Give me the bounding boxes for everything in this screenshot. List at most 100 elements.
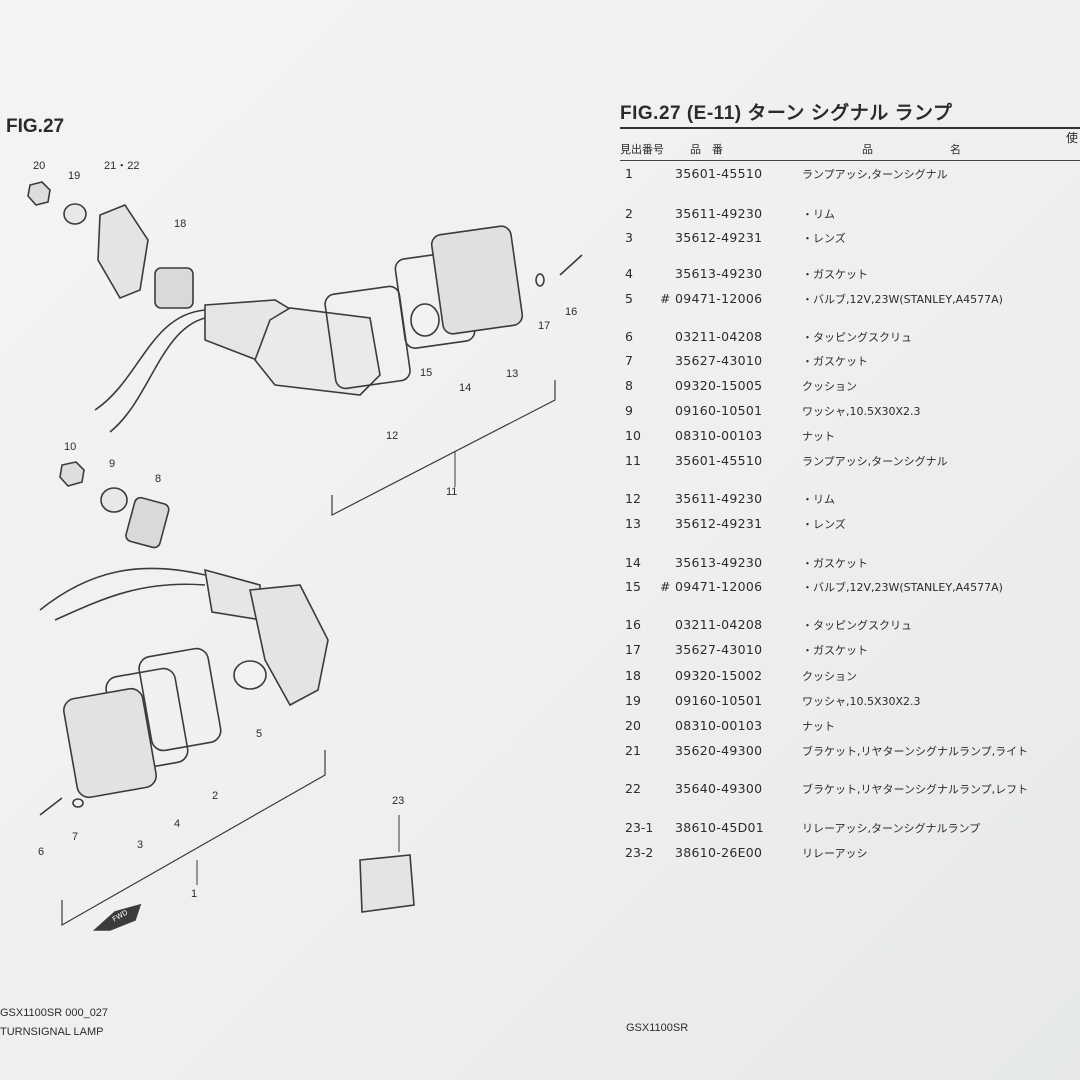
ref-no: 20 [625, 718, 641, 733]
table-row: 19 09160-10501 ワッシャ,10.5X30X2.3 [620, 693, 1080, 711]
part-number: 35627-43010 [675, 353, 763, 368]
part-number: 09471-12006 [675, 291, 763, 306]
part-number: 35611-49230 [675, 491, 763, 506]
ref-no: 8 [625, 378, 633, 393]
ref-no: 15 [625, 579, 641, 594]
ref-no: 7 [625, 353, 633, 368]
part-name: ・ガスケット [802, 355, 868, 368]
part-name: ・レンズ [802, 232, 846, 245]
ref-no: 17 [625, 642, 641, 657]
gasket-7 [72, 798, 84, 808]
fwd-arrow [92, 903, 142, 931]
callout-number: 3 [137, 839, 144, 851]
header-ref-no: 見出番号 [620, 143, 664, 156]
screw-6 [39, 797, 63, 816]
mark: # [660, 579, 671, 594]
ref-no: 14 [625, 555, 641, 570]
wire-lower [39, 567, 206, 621]
ref-no: 19 [625, 693, 641, 708]
part-name: ワッシャ,10.5X30X2.3 [802, 695, 921, 708]
callout-number: 23 [392, 795, 405, 807]
bracket-21-22 [97, 204, 149, 299]
part-name: ランプアッシ,ターンシグナル [802, 455, 948, 468]
part-number: 35613-49230 [675, 555, 763, 570]
washer-19 [63, 203, 87, 225]
callout-number: 7 [72, 831, 79, 843]
part-name: ・タッピングスクリュ [802, 331, 912, 344]
ref-no: 2 [625, 206, 633, 221]
callout-number: 16 [565, 306, 578, 318]
callout-number: 15 [420, 367, 433, 379]
lamp-rim-upper [254, 307, 381, 396]
callout-number: 8 [155, 473, 162, 485]
callout-number: 13 [506, 368, 519, 380]
callout-number: 10 [64, 441, 77, 453]
part-number: 09160-10501 [675, 693, 763, 708]
footer-model-left: GSX1100SR 000_027 [0, 1007, 109, 1019]
callout-number: 11 [446, 486, 458, 498]
part-number: 35611-49230 [675, 206, 763, 221]
ref-no: 10 [625, 428, 641, 443]
figure-label: FIG.27 [6, 116, 65, 137]
ref-no: 3 [625, 230, 633, 245]
lamp-housing-lower [249, 584, 329, 707]
ref-no: 23-1 [625, 820, 654, 835]
part-name: ワッシャ,10.5X30X2.3 [802, 405, 921, 418]
ref-no: 1 [625, 166, 633, 181]
part-number: 08310-00103 [675, 428, 763, 443]
part-number: 35601-45510 [675, 453, 763, 468]
table-row: 11 35601-45510 ランプアッシ,ターンシグナル [620, 453, 1080, 471]
ref-no: 13 [625, 516, 641, 531]
part-number: 09471-12006 [675, 579, 763, 594]
nut-10 [59, 461, 85, 487]
ref-no: 5 [625, 291, 633, 306]
title-rule [620, 127, 1080, 129]
screw-16 [559, 254, 583, 276]
ref-no: 6 [625, 329, 633, 344]
ref-no: 11 [625, 453, 641, 468]
wire-upper [94, 309, 206, 433]
ref-no: 9 [625, 403, 633, 418]
part-name: ナット [802, 720, 835, 733]
part-number: 35640-49300 [675, 781, 763, 796]
part-number: 35620-49300 [675, 743, 763, 758]
part-name: ・レンズ [802, 518, 846, 531]
part-name: リレーアッシ [802, 847, 868, 860]
cushion-18 [154, 267, 194, 309]
part-number: 38610-45D01 [675, 820, 765, 835]
footer-name-left: TURNSIGNAL LAMP [0, 1026, 104, 1038]
table-row: 7 35627-43010 ・ガスケット [620, 353, 1080, 371]
callout-number: 14 [459, 382, 472, 394]
part-name: クッション [802, 380, 857, 393]
mark: # [660, 291, 671, 306]
part-name: ・バルブ,12V,23W(STANLEY,A4577A) [802, 293, 1003, 306]
part-name: ブラケット,リヤターンシグナルランプ,レフト [802, 783, 1029, 796]
part-number: 08310-00103 [675, 718, 763, 733]
callout-number: 5 [256, 728, 263, 740]
callout-number: 2 [212, 790, 219, 802]
callout-number: 20 [33, 160, 46, 172]
gasket-4 [138, 647, 222, 752]
part-name: クッション [802, 670, 857, 683]
callout-number: 9 [109, 458, 116, 470]
ref-no: 23-2 [625, 845, 654, 860]
part-name: ・リム [802, 493, 835, 506]
bracket-line-1 [61, 750, 326, 927]
callout-number: 21・22 [104, 160, 140, 172]
